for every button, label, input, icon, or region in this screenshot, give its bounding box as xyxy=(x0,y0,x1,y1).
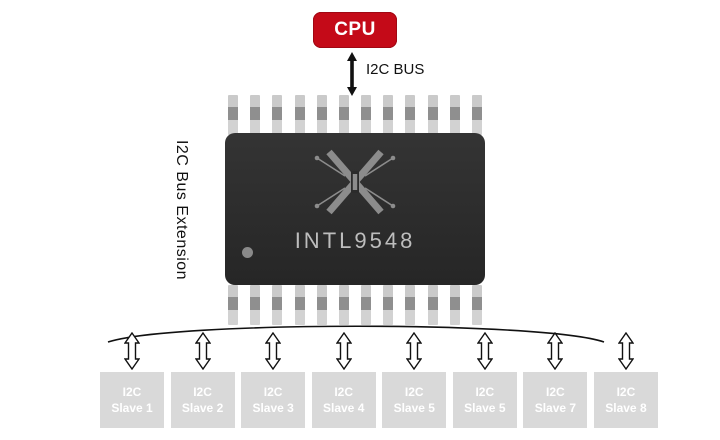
slave-column-7: I2C Slave 7 xyxy=(523,332,588,428)
chip-pin xyxy=(471,285,482,325)
slave-label-line1: I2C xyxy=(616,385,636,399)
chip-pin xyxy=(449,285,460,325)
slave-label-line2: Slave 5 xyxy=(393,401,435,415)
chip-pin xyxy=(471,95,482,135)
slave-label-line1: I2C xyxy=(193,385,212,399)
chip-pin xyxy=(405,285,416,325)
chip-pin xyxy=(427,95,438,135)
chip-pin xyxy=(383,285,394,325)
slave-column-3: I2C Slave 3 xyxy=(241,332,306,428)
chip-pin xyxy=(294,95,305,135)
slave-label-line1: I2C xyxy=(404,385,424,399)
double-arrow-icon xyxy=(194,332,211,370)
slave-label-line2: Slave 1 xyxy=(111,401,153,415)
double-arrow-icon xyxy=(617,332,634,370)
bus-double-arrow-icon xyxy=(347,52,357,96)
chip-pin xyxy=(228,285,238,325)
chip-pin xyxy=(361,95,372,135)
slave-column-5: I2C Slave 5 xyxy=(382,332,447,428)
slave-label-line2: Slave 5 xyxy=(464,401,506,415)
slave-label-line2: Slave 4 xyxy=(323,401,365,415)
chip-pin xyxy=(250,285,261,325)
chip-pin xyxy=(316,95,327,135)
chip-pin xyxy=(361,285,372,325)
double-arrow-icon xyxy=(547,332,564,370)
pins-top xyxy=(228,95,482,135)
slave-box: I2C Slave 5 xyxy=(452,372,517,428)
chip-pin xyxy=(272,285,283,325)
fanout-brace xyxy=(107,325,605,343)
chip-pin xyxy=(250,95,261,135)
chip-pin xyxy=(449,95,460,135)
slave-label-line2: Slave 3 xyxy=(252,401,294,415)
slave-box: I2C Slave 8 xyxy=(593,372,658,428)
double-arrow-icon xyxy=(124,332,140,370)
slave-label-line2: Slave 2 xyxy=(181,401,224,415)
chip-pin xyxy=(405,95,416,135)
slave-column-6: I2C Slave 5 xyxy=(452,332,517,428)
slave-box: I2C Slave 3 xyxy=(241,372,306,428)
slave-box: I2C Slave 7 xyxy=(523,372,588,428)
slaves-row: I2C Slave 1 I2C Slave 2 I2C Slave 3 I2C … xyxy=(100,332,658,428)
slave-column-1: I2C Slave 1 xyxy=(100,332,164,428)
double-arrow-icon xyxy=(476,332,493,370)
bus-label: I2C BUS xyxy=(366,61,425,78)
double-arrow-icon xyxy=(265,332,282,370)
chip-body: INTL9548 xyxy=(225,133,485,285)
slave-box: I2C Slave 1 xyxy=(100,372,164,428)
slave-box: I2C Slave 5 xyxy=(382,372,447,428)
chip-pin xyxy=(338,285,349,325)
slave-label-line2: Slave 8 xyxy=(605,401,647,415)
slave-box: I2C Slave 2 xyxy=(170,372,235,428)
double-arrow-icon xyxy=(406,332,423,370)
pin1-indicator-dot xyxy=(242,247,253,258)
slave-label-line2: Slave 7 xyxy=(534,401,577,415)
cpu-label: CPU xyxy=(334,19,376,40)
chip-logo-icon xyxy=(314,149,396,215)
slave-column-8: I2C Slave 8 xyxy=(593,332,658,428)
slave-label-line1: I2C xyxy=(546,385,565,399)
chip-pin xyxy=(228,95,238,135)
chip-pin xyxy=(383,95,394,135)
double-arrow-icon xyxy=(335,332,352,370)
slave-label-line1: I2C xyxy=(122,385,142,399)
chip-pin xyxy=(316,285,327,325)
slave-column-2: I2C Slave 2 xyxy=(170,332,235,428)
slave-label-line1: I2C xyxy=(334,385,354,399)
cpu-box: CPU xyxy=(313,12,397,48)
slave-box: I2C Slave 4 xyxy=(311,372,376,428)
chip-pin xyxy=(272,95,283,135)
chip-pin xyxy=(338,95,349,135)
chip-pin xyxy=(427,285,438,325)
pins-bottom xyxy=(228,285,482,325)
slave-label-line1: I2C xyxy=(475,385,495,399)
slave-label-line1: I2C xyxy=(263,385,283,399)
chip-name: INTL9548 xyxy=(294,228,416,253)
slave-column-4: I2C Slave 4 xyxy=(311,332,376,428)
chip-pin xyxy=(294,285,305,325)
chip-side-label: I2C Bus Extension xyxy=(173,139,190,281)
